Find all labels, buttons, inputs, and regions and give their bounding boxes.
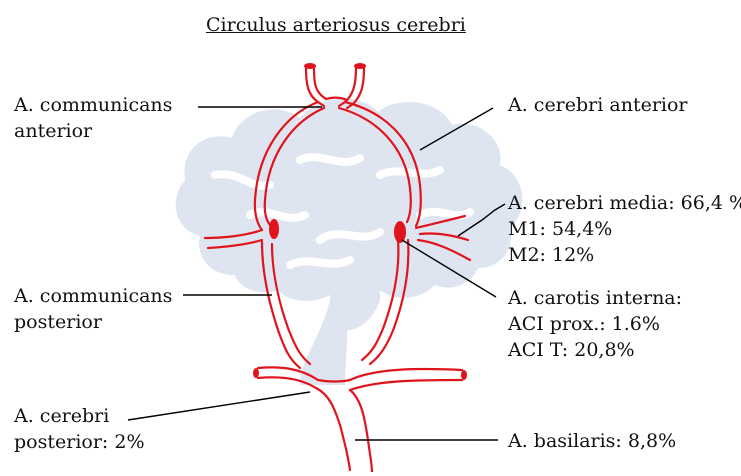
pca-left-opening [253, 368, 259, 378]
label-ica: A. carotis interna: ACI prox.: 1.6% ACI … [508, 285, 682, 363]
pca-right-opening [461, 370, 467, 380]
label-aca: A. cerebri anterior [508, 92, 688, 118]
basilar-vessel [316, 388, 350, 470]
brain-silhouette-icon [176, 99, 523, 385]
ica-left-opening [269, 219, 279, 239]
label-pca: A. cerebri posterior: 2% [14, 403, 145, 455]
label-mca: A. cerebri media: 66,4 % M1: 54,4% M2: 1… [508, 190, 741, 268]
ica-right-opening [394, 221, 406, 243]
diagram-title: Circulus arteriosus cerebri [206, 12, 466, 38]
pca-right-vessel [350, 369, 462, 380]
label-pcom: A. communicans posterior [14, 283, 172, 335]
aca-left-opening [304, 63, 316, 69]
label-acom: A. communicans anterior [14, 92, 172, 144]
aca-right-opening [354, 63, 366, 69]
label-basilar: A. basilaris: 8,8% [508, 428, 676, 454]
leader-pca [128, 392, 310, 420]
